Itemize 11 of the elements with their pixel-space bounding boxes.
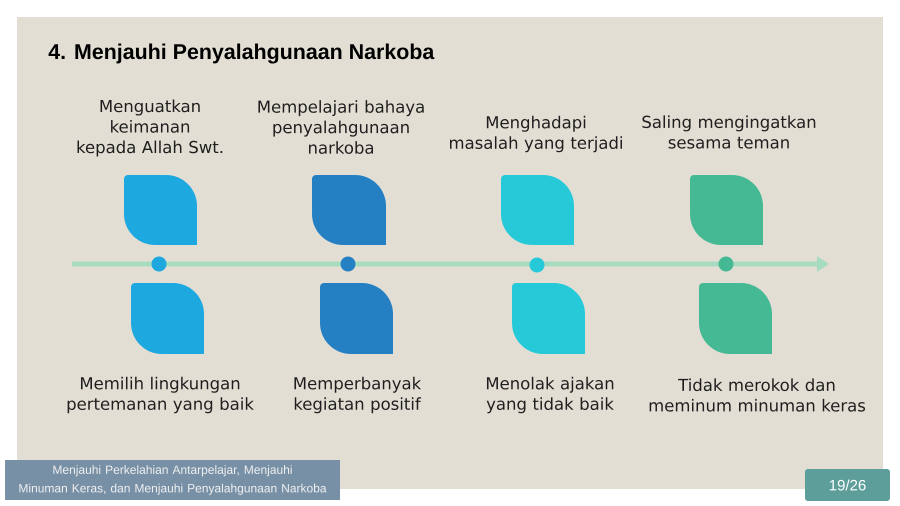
step-label: Menolak ajakan yang tidak baik — [486, 376, 614, 414]
step-label: Memperbanyak kegiatan positif — [294, 376, 422, 414]
step-label: Menghadapi masalah yang terjadi — [450, 116, 622, 152]
title: 4. Menjauhi Penyalahgunaan Narkoba — [48, 44, 434, 64]
step-label: Saling mengingatkan sesama teman — [642, 115, 816, 149]
footer-band: Menjauhi Perkelahian Antarpelajar, Menjauhi Minuman Keras, dan Menjauhi Penyalahgunaan Narkoba — [5, 460, 340, 500]
step-label: Menguatkan keimanan kepada Allah Swt. — [78, 100, 222, 156]
step-label: Mempelajari bahaya penyalahgunaan narkoba — [258, 100, 424, 154]
step-label: Tidak merokok dan meminum minuman keras — [650, 378, 866, 412]
step-label: Memilih lingkungan pertemanan yang baik — [68, 376, 254, 414]
page-number-box: 19/26 — [805, 469, 890, 501]
